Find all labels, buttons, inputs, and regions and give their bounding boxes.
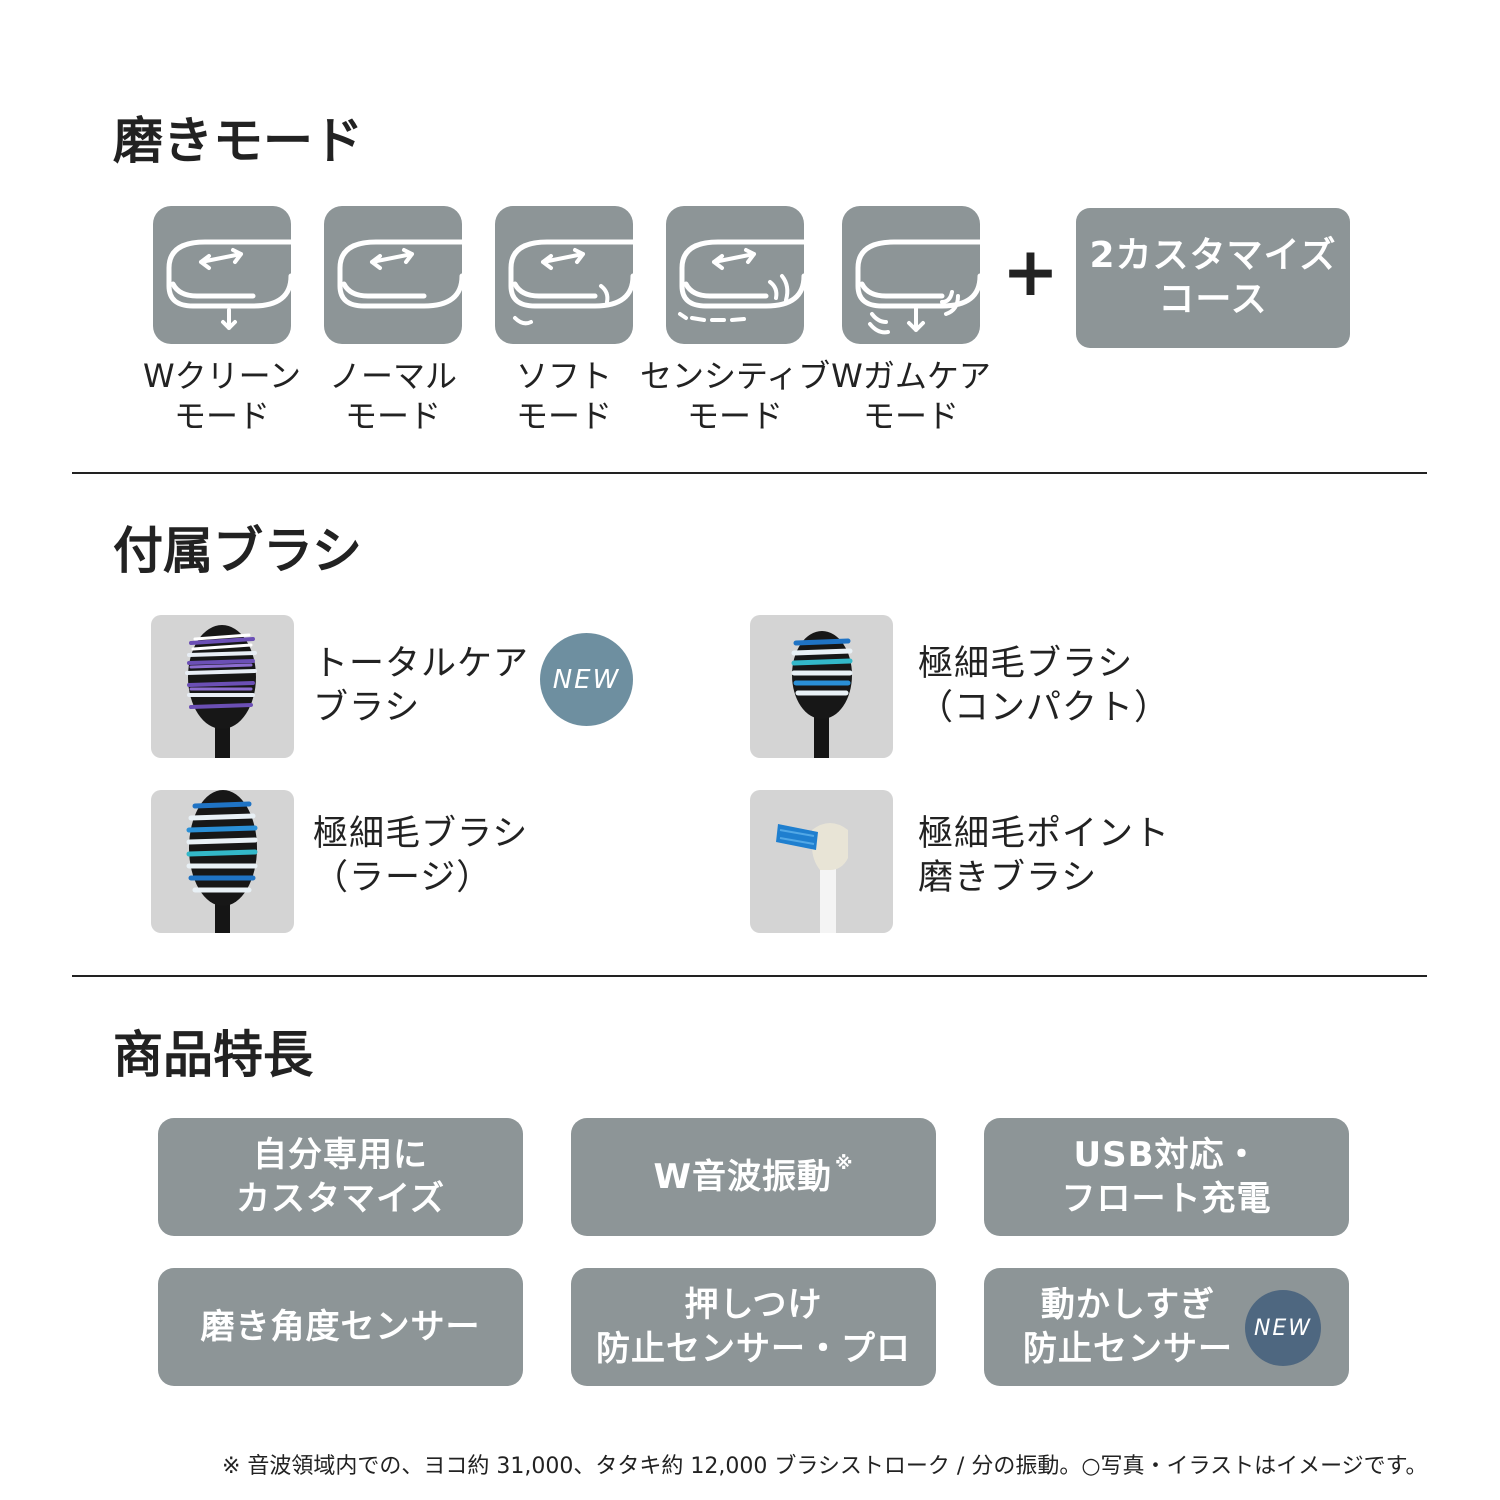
w-clean-mode-icon xyxy=(153,206,291,344)
mode-label-soft: ソフトモード xyxy=(515,357,612,435)
plus-icon: + xyxy=(1002,233,1059,312)
mode-label-w-gum-care: Wガムケアモード xyxy=(831,357,991,435)
footnote: ※ 音波領域内での、ヨコ約 31,000、タタキ約 12,000 ブラシストロー… xyxy=(222,1454,1428,1479)
footnote-mark: ※ xyxy=(835,1153,854,1174)
mode-label-normal: ノーマルモード xyxy=(328,357,457,435)
point-brush-image xyxy=(750,790,893,933)
brush-label-total-care: トータルケアブラシ xyxy=(313,644,530,728)
sensitive-mode-icon xyxy=(666,206,804,344)
large-brush-image xyxy=(151,790,294,933)
w-gum-care-mode-icon xyxy=(842,206,980,344)
total-care-brush-image xyxy=(151,615,294,758)
section-divider xyxy=(72,472,1427,474)
brushes-section-title: 付属ブラシ xyxy=(113,522,362,580)
soft-mode-icon xyxy=(495,206,633,344)
new-badge: NEW xyxy=(1245,1290,1321,1366)
mode-label-sensitive: センシティブモード xyxy=(640,357,831,435)
brush-label-point: 極細毛ポイント磨きブラシ xyxy=(918,814,1171,898)
feature-customize: 自分専用に カスタマイズ xyxy=(158,1118,523,1236)
mode-label-w-clean: Wクリーンモード xyxy=(142,357,302,435)
compact-brush-image xyxy=(750,615,893,758)
custom-course-box: 2カスタマイズ コース xyxy=(1076,208,1350,348)
section-divider xyxy=(72,975,1427,977)
normal-mode-icon xyxy=(324,206,462,344)
feature-pressure-sensor: 押しつけ 防止センサー・プロ xyxy=(571,1268,936,1386)
brush-label-compact: 極細毛ブラシ（コンパクト） xyxy=(918,644,1171,728)
feature-usb-charge: USB対応・ フロート充電 xyxy=(984,1118,1349,1236)
new-badge: NEW xyxy=(540,633,633,726)
brush-label-large: 極細毛ブラシ（ラージ） xyxy=(313,814,529,898)
feature-w-sonic: W音波振動※ xyxy=(571,1118,936,1236)
feature-angle-sensor: 磨き角度センサー xyxy=(158,1268,523,1386)
modes-section-title: 磨きモード xyxy=(113,112,363,170)
features-section-title: 商品特長 xyxy=(113,1026,313,1084)
